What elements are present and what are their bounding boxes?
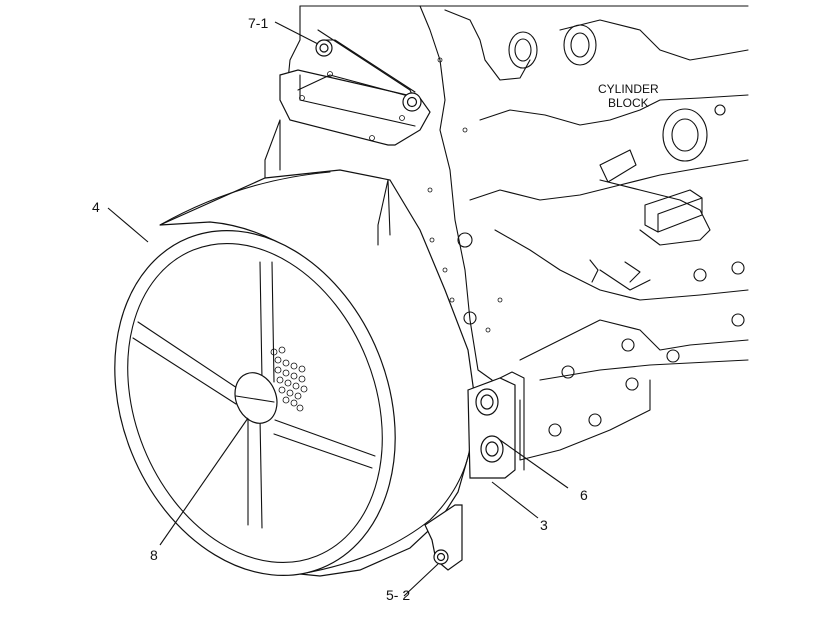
guard-face	[114, 230, 396, 576]
leader-3	[491, 481, 539, 519]
cylinder-block-label: CYLINDER BLOCK	[598, 82, 659, 110]
cylinder-block	[287, 5, 749, 461]
callout-7-1: 7-1	[248, 15, 269, 31]
callout-3: 3	[540, 517, 548, 533]
leader-lines	[107, 21, 569, 597]
leader-8	[159, 417, 249, 546]
leader-6	[499, 439, 569, 489]
callout-5-2: 5- 2	[386, 587, 411, 603]
leader-7-1	[274, 21, 319, 45]
callout-8: 8	[150, 547, 158, 563]
callout-6: 6	[580, 487, 588, 503]
cylinder-block-label-line2: BLOCK	[608, 96, 649, 110]
callout-4: 4	[92, 199, 100, 215]
leader-4	[107, 207, 149, 243]
cylinder-block-label-line1: CYLINDER	[598, 82, 659, 96]
upper-bracket	[279, 29, 431, 146]
leader-5-2	[403, 563, 439, 597]
guard-mesh	[270, 346, 308, 412]
